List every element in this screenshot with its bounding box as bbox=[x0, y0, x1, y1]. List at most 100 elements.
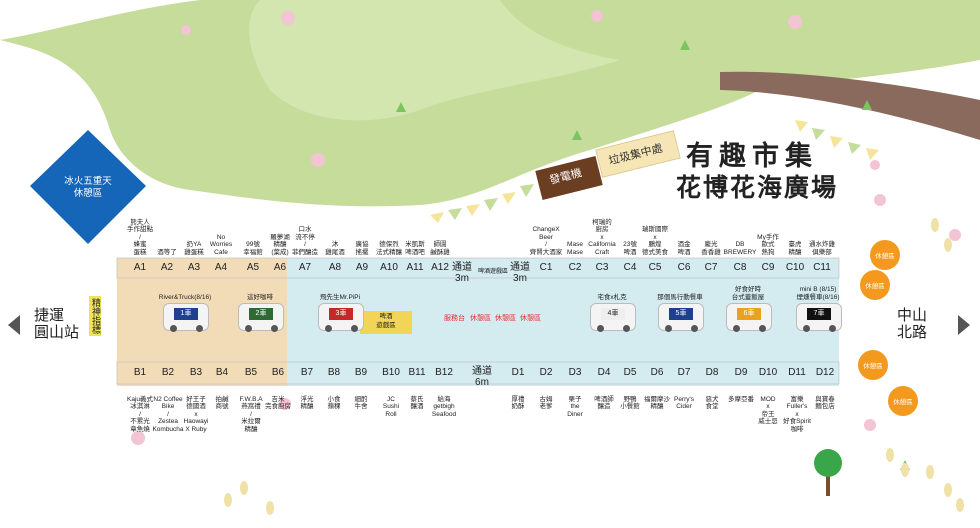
aisle-1-width: 3m bbox=[455, 273, 469, 284]
vendor-top-c1: ChangeX Beer / 齊賢大酒家 bbox=[529, 226, 563, 256]
truck-wheel-5-2 bbox=[691, 325, 698, 332]
stall-code-c8: C8 bbox=[733, 262, 747, 273]
stall-code-d2: D2 bbox=[539, 367, 553, 378]
vendor-bottom-b12: 給海 getbigh Seafood bbox=[431, 396, 457, 418]
vendor-bottom-b1: Kaju義式 冰淇淋 / 不累光 章魚燒 bbox=[126, 396, 153, 433]
vendor-top-c3: 柯瑞的 廚房 x California Craft bbox=[588, 219, 616, 256]
rest-mid-1: 休憩區 bbox=[470, 315, 491, 322]
vendor-bottom-d8: 惡犬 食堂 bbox=[705, 396, 719, 411]
truck-plate-1: 1車 bbox=[174, 308, 198, 320]
stall-code-c7: C7 bbox=[704, 262, 718, 273]
truck-name-7: mini B (8/15) 煙燻餐車(8/16) bbox=[796, 286, 840, 301]
truck-name-2: 這好咖啡 bbox=[247, 293, 273, 301]
stall-code-c10: C10 bbox=[785, 262, 805, 273]
vendor-bottom-d9: 多摩亞番 bbox=[728, 396, 754, 403]
stall-code-b11: B11 bbox=[408, 367, 426, 378]
stall-code-a7: A7 bbox=[298, 262, 312, 273]
bunting-right bbox=[795, 120, 879, 160]
stall-code-a4: A4 bbox=[214, 262, 228, 273]
stall-row-bottom bbox=[116, 361, 840, 385]
stall-row-top bbox=[116, 257, 840, 279]
vendor-top-c4: 23號 啤酒 bbox=[623, 241, 637, 256]
stall-code-a11: A11 bbox=[406, 262, 424, 273]
truck-wheel-6-2 bbox=[759, 325, 766, 332]
stall-code-b2: B2 bbox=[161, 367, 175, 378]
footprint-icons bbox=[224, 218, 964, 515]
truck-icon-5: 5車 bbox=[658, 303, 704, 332]
tree-crown bbox=[814, 449, 842, 477]
left-arrow-icon bbox=[8, 315, 20, 335]
page-subtitle: 花博花海廣場 bbox=[676, 173, 839, 202]
stall-code-d5: D5 bbox=[623, 367, 637, 378]
stall-code-a3: A3 bbox=[187, 262, 201, 273]
stall-code-d4: D4 bbox=[597, 367, 611, 378]
vendor-bottom-d5: 野鴨 小餐館 bbox=[620, 396, 640, 411]
truck-wheel-5-1 bbox=[665, 325, 672, 332]
truck-icon-7: 7車 bbox=[796, 303, 842, 332]
stall-code-c11: C11 bbox=[813, 262, 831, 273]
vendor-bottom-d12: 與寶春 麵包店 bbox=[815, 396, 835, 411]
service-desk: 服務台 bbox=[444, 315, 465, 322]
stall-code-b7: B7 bbox=[300, 367, 314, 378]
stall-code-d8: D8 bbox=[705, 367, 719, 378]
game-zone: 啤酒 遊戲區 bbox=[360, 311, 412, 334]
vendor-bottom-b2: N2 Coffee Bike / Zestea Kombucha bbox=[152, 396, 184, 433]
generator-box bbox=[535, 155, 603, 201]
stall-code-c3: C3 bbox=[595, 262, 609, 273]
truck-wheel-1-2 bbox=[196, 325, 203, 332]
truck-name-1: River&Truck(8/16) bbox=[158, 293, 212, 301]
vendor-top-c6: 酒金 啤酒 bbox=[677, 241, 691, 256]
vendor-top-c10: 臺虎 精釀 bbox=[788, 241, 802, 256]
aisle-2-width: 3m bbox=[513, 273, 527, 284]
vendor-bottom-d7: Perry's Cider bbox=[673, 396, 695, 411]
aisle-1-text: 通道 bbox=[452, 262, 472, 273]
vendor-top-a9: 廣協 搖擺 bbox=[355, 241, 369, 256]
vendor-top-c5: 瑞斯國際 x 鵬煌 德式美食 bbox=[642, 226, 668, 256]
truck-plate-2: 2車 bbox=[249, 308, 273, 320]
stall-code-c1: C1 bbox=[539, 262, 553, 273]
stall-code-a6: A6 bbox=[273, 262, 287, 273]
truck-wheel-2-1 bbox=[245, 325, 252, 332]
stall-code-d10: D10 bbox=[758, 367, 778, 378]
vendor-bottom-d4: 啤酒師 釀造 bbox=[594, 396, 614, 411]
truck-plate-3: 3車 bbox=[329, 308, 353, 320]
vendor-bottom-b8: 小食 蘋稞 bbox=[327, 396, 341, 411]
truck-wheel-7-2 bbox=[829, 325, 836, 332]
vendor-bottom-b11: 蔡氏 釀酒 bbox=[410, 396, 424, 411]
stall-code-d7: D7 bbox=[677, 367, 691, 378]
aisle-bottom-text: 通道 bbox=[472, 366, 492, 377]
vendor-bottom-b10: JC Sushi Roll bbox=[382, 396, 400, 418]
truck-icon-1: 1車 bbox=[163, 303, 209, 332]
truck-wheel-3-1 bbox=[325, 325, 332, 332]
vendor-bottom-b3: 好王子 德國酒 x Haowayi X Ruby bbox=[183, 396, 209, 433]
stall-code-a2: A2 bbox=[160, 262, 174, 273]
vendor-top-a3: 扔YA 雞蛋糕 bbox=[184, 241, 204, 256]
vendor-top-c9: My手作 歐式 熱狗 bbox=[757, 233, 779, 256]
vendor-bottom-b7: 浮光 精釀 bbox=[300, 396, 314, 411]
vendor-bottom-d6: 福爾摩沙 精釀 bbox=[644, 396, 670, 411]
right-arrow-icon bbox=[958, 315, 970, 335]
stall-code-a1: A1 bbox=[133, 262, 147, 273]
vendor-top-a5: 99號 幸福館 bbox=[243, 241, 263, 256]
stall-code-b1: B1 bbox=[133, 367, 147, 378]
orange-rest-zone-1: 休憩區 bbox=[870, 240, 900, 270]
orange-rest-zone-2: 休憩區 bbox=[860, 270, 890, 300]
stall-code-b5: B5 bbox=[244, 367, 258, 378]
aisle-2-text: 通道 bbox=[510, 262, 530, 273]
stall-code-d6: D6 bbox=[650, 367, 664, 378]
stall-code-c6: C6 bbox=[677, 262, 691, 273]
stall-code-a5: A5 bbox=[246, 262, 260, 273]
truck-name-3: 飛先生Mr.PiPi bbox=[319, 293, 361, 301]
truck-wheel-1-1 bbox=[170, 325, 177, 332]
vendor-top-a4: No Worries Cafe bbox=[209, 233, 233, 256]
stall-code-a12: A12 bbox=[431, 262, 449, 273]
trash-box bbox=[595, 130, 681, 178]
brown-path bbox=[720, 71, 980, 140]
rest-mid-3: 休憩區 bbox=[520, 315, 541, 322]
stall-code-c9: C9 bbox=[761, 262, 775, 273]
lawn-area bbox=[0, 0, 980, 207]
truck-icon-3: 3車 bbox=[318, 303, 364, 332]
vendor-top-a12: 師園 鹹酥雞 bbox=[430, 241, 450, 256]
blue-rest-zone-label: 冰火五重天 休憩區 bbox=[64, 176, 112, 199]
